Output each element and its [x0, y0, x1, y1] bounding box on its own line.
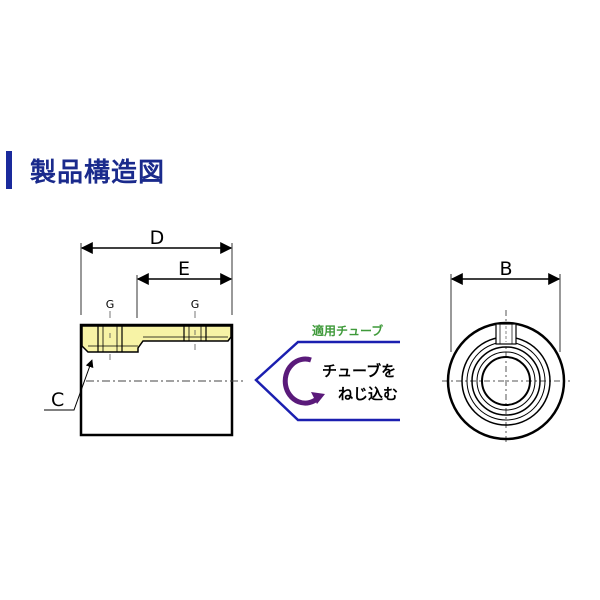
side-view: D E G G C: [44, 227, 245, 437]
chamfer-label: C: [51, 389, 64, 411]
dimension-d: D: [80, 227, 233, 254]
rotate-arrow-icon: [282, 356, 320, 406]
applicable-tube-label: 適用チューブ: [312, 323, 383, 338]
page-title: 製品構造図: [30, 157, 166, 188]
dimension-b: B: [450, 258, 561, 285]
dimension-b-label: B: [499, 258, 512, 280]
thread-label-left: G: [106, 298, 115, 311]
insert-instruction: 適用チューブ チューブを ねじ込む: [254, 323, 400, 422]
title-accent-bar: [6, 151, 12, 189]
section-header: 製品構造図: [6, 150, 165, 190]
dimension-e: E: [136, 258, 233, 285]
dimension-e-label: E: [178, 258, 190, 280]
instruction-line-2: ねじ込む: [338, 385, 398, 403]
tube-arrow-icon: [254, 340, 400, 422]
chamfer-callout: C: [44, 359, 94, 411]
end-view: B: [442, 258, 570, 445]
thread-label-right: G: [191, 298, 200, 311]
dimension-d-label: D: [150, 227, 165, 249]
instruction-line-1: チューブを: [322, 362, 396, 380]
